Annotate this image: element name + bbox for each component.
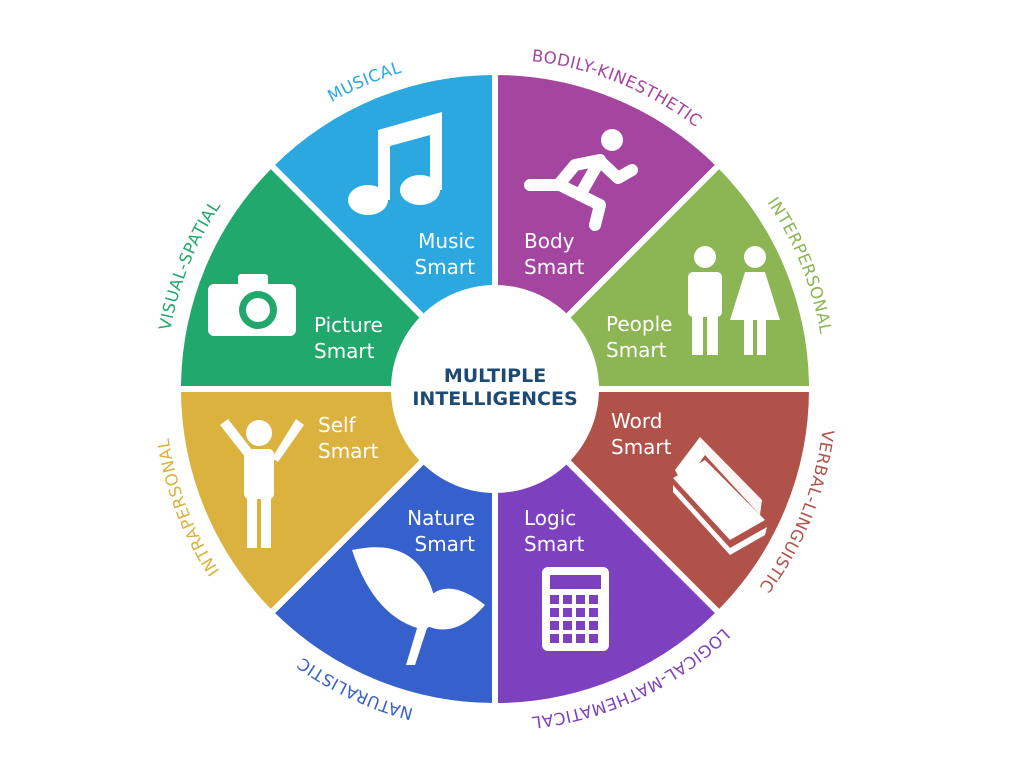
leaf-sprout-icon xyxy=(352,547,485,665)
calculator-key xyxy=(589,621,598,630)
calculator-key xyxy=(563,621,572,630)
calculator-key xyxy=(563,595,572,604)
calculator-key xyxy=(576,608,585,617)
calculator-key xyxy=(550,621,559,630)
segment-label-picture-1: Picture xyxy=(314,313,383,337)
book-icon xyxy=(673,437,767,555)
calculator-key xyxy=(589,634,598,643)
segment-label-nature-1: Nature xyxy=(407,506,475,530)
segment-label-body-1: Body xyxy=(524,229,575,253)
title-line-1: MULTIPLE xyxy=(444,365,546,387)
segment-label-picture-2: Smart xyxy=(314,339,375,363)
man-woman-icon xyxy=(688,246,780,355)
calculator-key xyxy=(550,634,559,643)
segment-label-people-2: Smart xyxy=(606,338,667,362)
segment-label-logic-2: Smart xyxy=(524,532,585,556)
calculator-key xyxy=(550,608,559,617)
calculator-key xyxy=(563,608,572,617)
calculator-key xyxy=(563,634,572,643)
music-note-icon xyxy=(348,112,442,215)
segment-label-music-1: Music xyxy=(418,229,475,253)
segment-label-word-1: Word xyxy=(611,409,662,433)
title-line-2: INTELLIGENCES xyxy=(412,388,577,410)
calculator-key xyxy=(576,621,585,630)
segment-label-people-1: People xyxy=(606,312,672,336)
segment-label-body-2: Smart xyxy=(524,255,585,279)
calculator-key xyxy=(576,634,585,643)
segment-label-music-2: Smart xyxy=(415,255,476,279)
segment-label-nature-2: Smart xyxy=(415,532,476,556)
running-person-icon xyxy=(524,129,638,231)
segment-label-self-1: Self xyxy=(318,413,357,437)
segment-label-self-2: Smart xyxy=(318,439,379,463)
segment-label-word-2: Smart xyxy=(611,435,672,459)
person-arms-raised-icon xyxy=(220,419,304,548)
calculator-icon xyxy=(542,567,609,651)
segment-label-logic-1: Logic xyxy=(524,506,576,530)
calculator-key xyxy=(576,595,585,604)
camera-icon xyxy=(208,274,296,336)
calculator-key xyxy=(589,608,598,617)
calculator-key xyxy=(589,595,598,604)
calculator-key xyxy=(550,595,559,604)
center-circle xyxy=(391,285,599,493)
